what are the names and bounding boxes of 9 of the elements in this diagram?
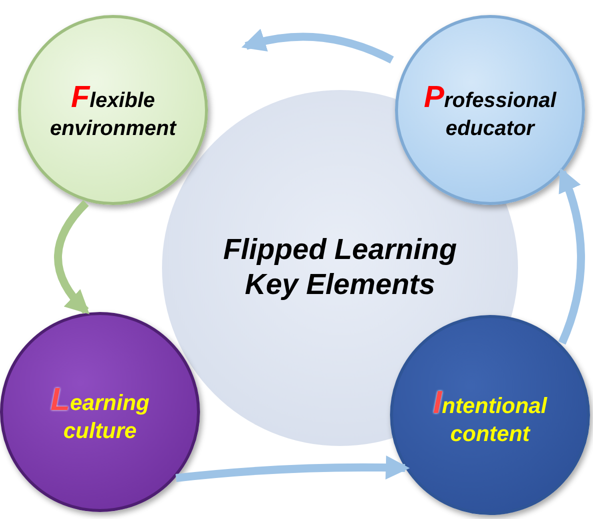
curved-arrow bbox=[176, 456, 410, 482]
curved-arrow bbox=[54, 200, 90, 314]
node-label: Flipped Learning Key Elements bbox=[222, 233, 458, 303]
curved-arrow bbox=[558, 168, 585, 345]
node-label: Intentional content bbox=[432, 382, 548, 448]
curved-arrow bbox=[241, 29, 394, 64]
node-label: Flexible environment bbox=[48, 79, 178, 141]
node-label: Learning culture bbox=[50, 380, 150, 444]
node-label: Professional educator bbox=[422, 79, 558, 141]
